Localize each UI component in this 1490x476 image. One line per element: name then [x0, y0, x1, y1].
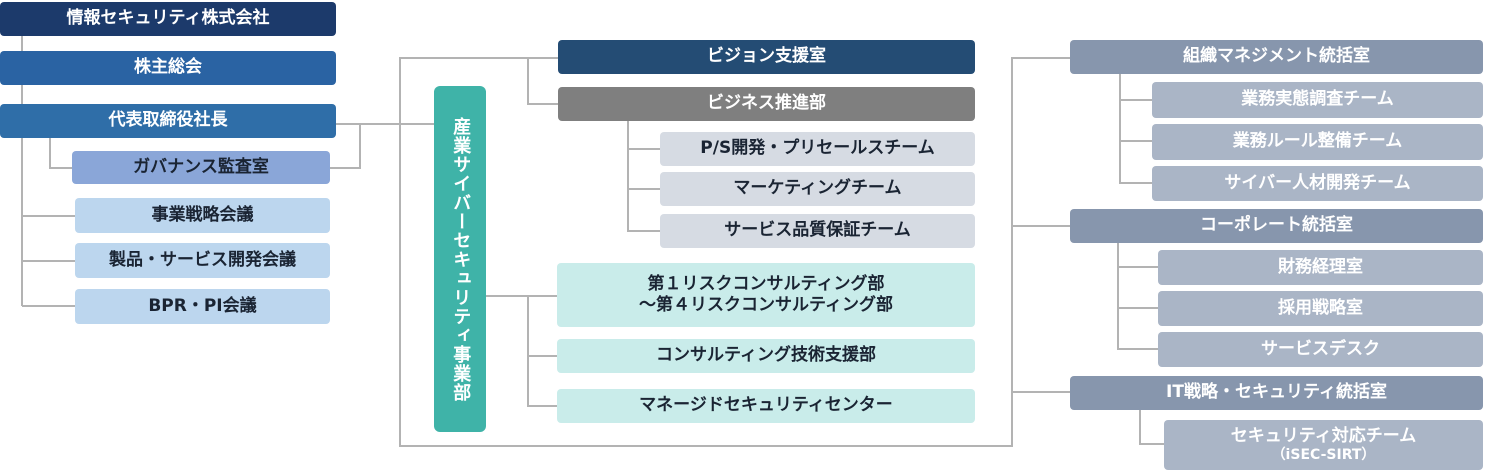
org-team-label: 業務ルール整備チーム: [1232, 131, 1403, 152]
division-label: 産業サイバーセキュリティ事業部: [450, 116, 472, 402]
ceo-box: 代表取締役社長: [0, 104, 336, 138]
business-team-label: P/S開発・プリセールスチーム: [700, 138, 935, 159]
shareholders-box: 株主総会: [0, 51, 336, 85]
org-team-box: 業務ルール整備チーム: [1152, 124, 1483, 160]
council-box: 事業戦略会議: [75, 198, 330, 233]
business-team-box: マーケティングチーム: [660, 172, 975, 206]
council-box: 製品・サービス開発会議: [75, 243, 330, 278]
sirt-box: セキュリティ対応チーム （iSEC-SIRT）: [1164, 420, 1483, 470]
risk-consulting-box: 第１リスクコンサルティング部 ～第４リスクコンサルティング部: [557, 263, 975, 327]
business-box: ビジネス推進部: [558, 87, 975, 121]
consulting-tech-box: コンサルティング技術支援部: [557, 339, 975, 373]
corporate-team-label: 採用戦略室: [1278, 297, 1363, 318]
sirt-label: セキュリティ対応チーム: [1230, 425, 1417, 446]
corporate-team-box: 財務経理室: [1158, 250, 1483, 285]
council-label: BPR・PI会議: [148, 295, 257, 316]
org-management-label: 組織マネジメント統括室: [1183, 46, 1370, 67]
org-team-box: 業務実態調査チーム: [1152, 82, 1483, 118]
shareholders-label: 株主総会: [134, 57, 202, 78]
org-management-box: 組織マネジメント統括室: [1070, 40, 1483, 74]
org-team-label: 業務実態調査チーム: [1241, 89, 1394, 110]
it-strategy-box: IT戦略・セキュリティ統括室: [1070, 376, 1483, 410]
org-team-box: サイバー人材開発チーム: [1152, 166, 1483, 201]
company-box: 情報セキュリティ株式会社: [0, 2, 336, 36]
company-label: 情報セキュリティ株式会社: [66, 8, 270, 29]
business-team-label: マーケティングチーム: [733, 178, 902, 199]
corporate-team-box: サービスデスク: [1158, 332, 1483, 367]
corporate-label: コーポレート統括室: [1200, 215, 1353, 236]
corporate-team-label: 財務経理室: [1278, 256, 1363, 277]
sirt-sub-label: （iSEC-SIRT）: [1271, 446, 1376, 463]
business-label: ビジネス推進部: [707, 93, 826, 114]
managed-security-label: マネージドセキュリティセンター: [639, 395, 893, 416]
business-team-box: サービス品質保証チーム: [660, 214, 975, 248]
council-box: BPR・PI会議: [75, 289, 330, 324]
business-team-box: P/S開発・プリセールスチーム: [660, 132, 975, 166]
ceo-label: 代表取締役社長: [108, 110, 228, 131]
corporate-team-box: 採用戦略室: [1158, 291, 1483, 326]
governance-box: ガバナンス監査室: [72, 151, 330, 184]
vision-box: ビジョン支援室: [558, 40, 975, 74]
risk-consulting-line1: 第１リスクコンサルティング部: [647, 273, 885, 294]
risk-consulting-line2: ～第４リスクコンサルティング部: [639, 295, 893, 315]
corporate-box: コーポレート統括室: [1070, 209, 1483, 243]
managed-security-box: マネージドセキュリティセンター: [557, 389, 975, 423]
corporate-team-label: サービスデスク: [1261, 338, 1380, 359]
consulting-tech-label: コンサルティング技術支援部: [656, 345, 876, 366]
division-box: 産業サイバーセキュリティ事業部: [434, 86, 486, 432]
council-label: 事業戦略会議: [151, 204, 254, 225]
council-label: 製品・サービス開発会議: [109, 249, 296, 270]
it-strategy-label: IT戦略・セキュリティ統括室: [1166, 382, 1387, 403]
vision-label: ビジョン支援室: [707, 46, 826, 67]
governance-label: ガバナンス監査室: [133, 156, 269, 177]
business-team-label: サービス品質保証チーム: [724, 220, 911, 241]
org-team-label: サイバー人材開発チーム: [1224, 172, 1411, 193]
